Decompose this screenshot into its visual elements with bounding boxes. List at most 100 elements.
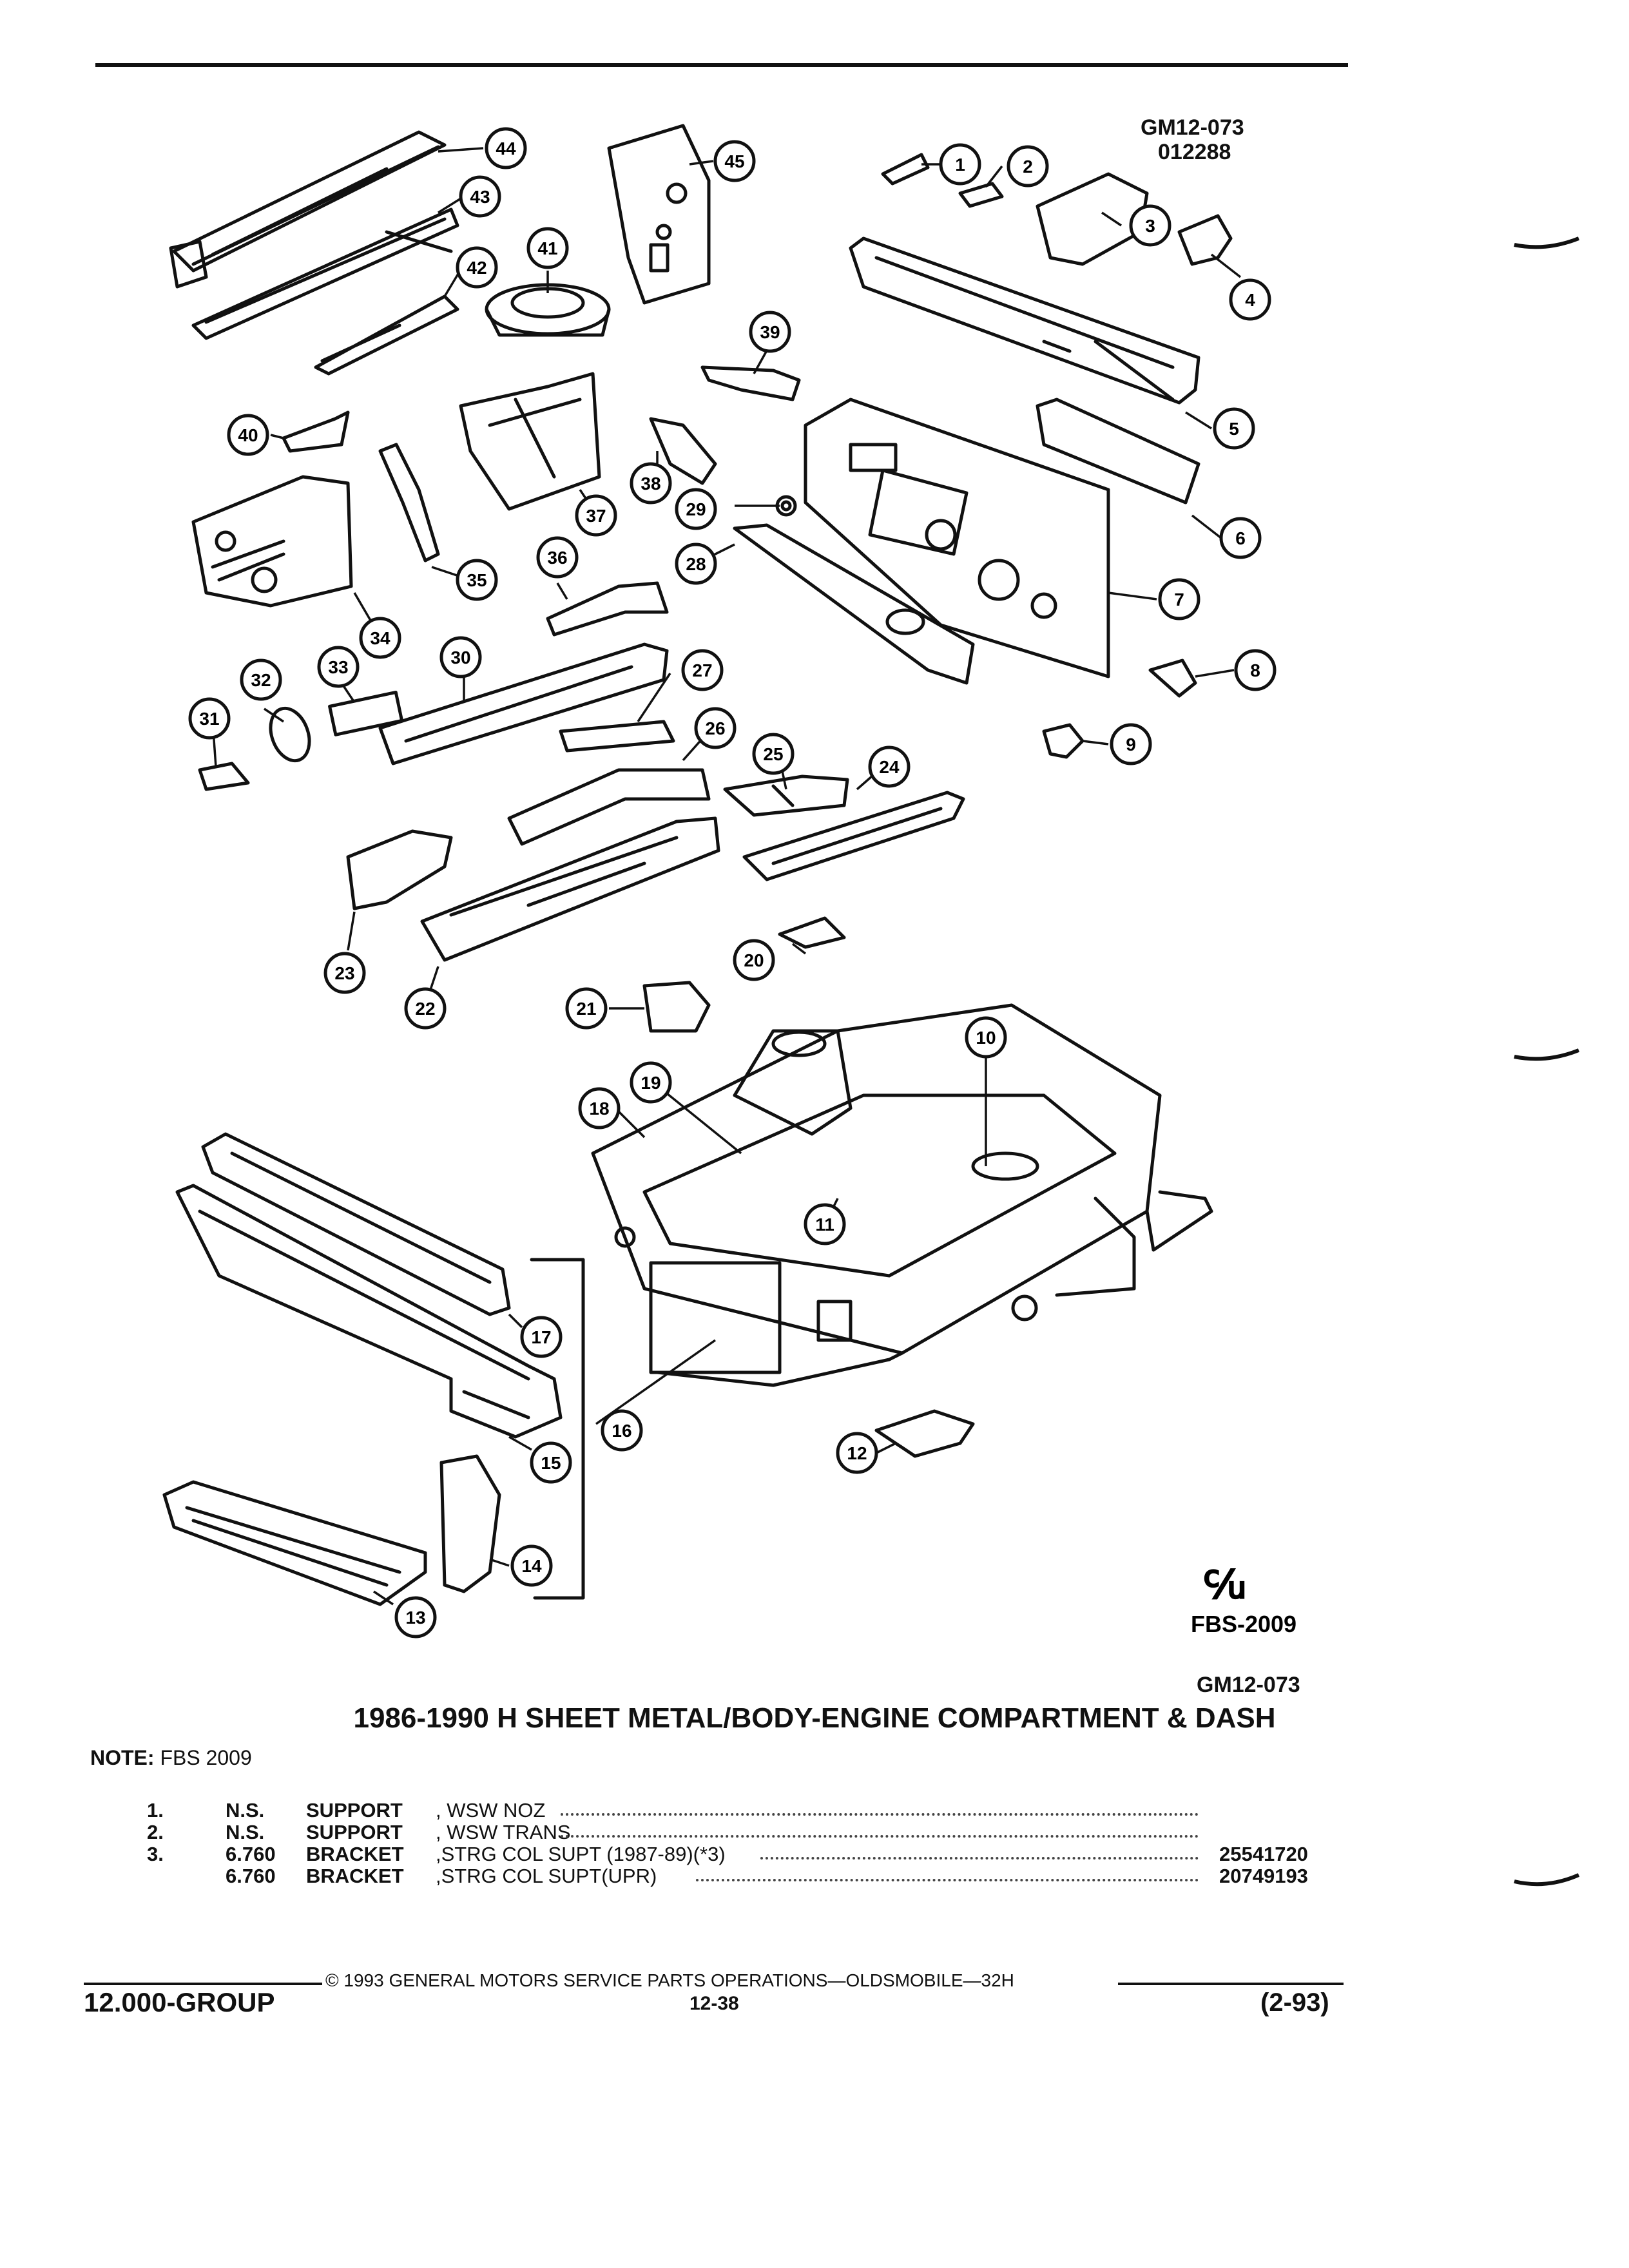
parts-row: 6.760 BRACKET ,STRG COL SUPT(UPR) 207491… — [0, 1865, 1629, 1888]
part-15-drawing — [175, 1184, 563, 1439]
part-number: 25541720 — [1219, 1843, 1308, 1865]
part-38-drawing — [649, 417, 717, 485]
part-26-drawing — [507, 768, 711, 846]
part-24-drawing — [742, 791, 965, 881]
part-25-drawing — [723, 774, 849, 817]
callout-number: 24 — [879, 757, 900, 777]
parts-row: 3. 6.760 BRACKET ,STRG COL SUPT (1987-89… — [0, 1843, 1629, 1866]
part-description: , WSW TRANS — [436, 1821, 571, 1843]
part-description: ,STRG COL SUPT(UPR) — [436, 1865, 657, 1887]
note-label: NOTE: — [90, 1746, 155, 1769]
callout-number: 29 — [686, 499, 706, 519]
part-1-drawing — [881, 153, 930, 186]
callout-5: 5 — [1213, 407, 1255, 450]
callout-number: 19 — [641, 1073, 660, 1093]
part-23-drawing — [346, 829, 453, 910]
exploded-parts-diagram: 1234567891011121314151617181920212223242… — [162, 124, 1296, 1639]
part-5-drawing — [849, 236, 1200, 405]
part-description: , WSW NOZ — [436, 1799, 546, 1821]
callout-number: 14 — [521, 1556, 542, 1576]
part-7-drawing — [804, 398, 1110, 678]
figure-code: GM12-073 — [1141, 115, 1244, 140]
callout-number: 27 — [692, 660, 712, 680]
callout-number: 43 — [470, 187, 490, 207]
group-label: 12.000-GROUP — [84, 1987, 275, 2017]
callout-number: 17 — [531, 1327, 551, 1347]
part-name: BRACKET — [306, 1865, 404, 1887]
dot-leader — [561, 1835, 1199, 1838]
part-21-drawing — [642, 981, 711, 1033]
part-34-drawing — [191, 475, 353, 608]
fbs-label: FBS-2009 — [1191, 1611, 1296, 1637]
part-32-drawing — [269, 706, 311, 763]
callout-27: 27 — [681, 649, 724, 691]
top-rule — [95, 63, 1348, 67]
callout-32: 32 — [240, 658, 282, 701]
callout-number: 20 — [744, 950, 764, 970]
callout-number: 4 — [1245, 290, 1255, 310]
callout-number: 12 — [847, 1443, 867, 1463]
callout-7: 7 — [1158, 578, 1200, 620]
callout-18: 18 — [578, 1087, 621, 1129]
callout-24: 24 — [868, 745, 911, 788]
part-37-drawing — [459, 372, 601, 511]
callout-43: 43 — [459, 175, 501, 218]
callout-number: 41 — [537, 238, 557, 258]
part-4-drawing — [1177, 214, 1233, 266]
gm-service-logo: ℆ — [1204, 1563, 1245, 1606]
callout-number: 34 — [370, 628, 390, 648]
callout-12: 12 — [836, 1432, 878, 1474]
callout-38: 38 — [630, 462, 672, 505]
callout-39: 39 — [749, 311, 791, 353]
callout-14: 14 — [510, 1544, 553, 1587]
dot-leader — [561, 1813, 1199, 1816]
callout-4: 4 — [1229, 278, 1271, 321]
group-bracket — [530, 1258, 585, 1600]
part-27-drawing — [559, 720, 675, 753]
callout-40: 40 — [227, 414, 269, 456]
callout-number: 32 — [251, 670, 271, 690]
callout-number: 23 — [334, 963, 354, 983]
callout-2: 2 — [1007, 145, 1049, 187]
part-33-drawing — [328, 690, 404, 736]
callout-number: 44 — [496, 139, 516, 159]
part-22-drawing — [420, 816, 720, 962]
note: NOTE: FBS 2009 — [90, 1746, 252, 1770]
callout-11: 11 — [804, 1203, 846, 1245]
callout-number: 11 — [815, 1215, 834, 1235]
callout-33: 33 — [317, 646, 360, 688]
callout-6: 6 — [1219, 517, 1262, 559]
part-name: SUPPORT — [306, 1799, 403, 1821]
callout-45: 45 — [713, 140, 756, 182]
catalog-group: 6.760 — [226, 1843, 276, 1865]
page-number: 12-38 — [689, 1993, 739, 2014]
callout-26: 26 — [694, 707, 737, 749]
part-28-drawing — [733, 523, 975, 685]
callout-number: 26 — [705, 718, 725, 738]
part-43-drawing — [191, 207, 459, 340]
part-20-drawing — [778, 916, 846, 949]
callout-number: 28 — [686, 554, 706, 574]
callout-31: 31 — [188, 697, 231, 740]
callout-42: 42 — [456, 246, 498, 289]
figure-code-bottom: GM12-073 — [1197, 1673, 1300, 1697]
part-6-drawing — [1036, 398, 1200, 505]
callout-20: 20 — [733, 939, 775, 981]
item-number: 1. — [147, 1799, 164, 1821]
part-44-drawing — [169, 130, 447, 289]
callout-8: 8 — [1234, 649, 1277, 691]
callout-number: 18 — [589, 1099, 609, 1119]
dot-leader — [760, 1857, 1199, 1860]
callout-number: 38 — [641, 474, 660, 494]
part-40-drawing — [282, 410, 350, 453]
callout-number: 1 — [955, 155, 965, 175]
callout-16: 16 — [601, 1409, 643, 1452]
dot-leader — [696, 1879, 1199, 1881]
callout-number: 7 — [1174, 590, 1184, 610]
callout-28: 28 — [675, 543, 717, 585]
parts-row: 2. N.S. SUPPORT , WSW TRANS — [0, 1821, 1629, 1844]
callout-35: 35 — [456, 559, 498, 601]
catalog-group: N.S. — [226, 1799, 265, 1821]
part-14-drawing — [439, 1454, 501, 1593]
part-2-drawing — [958, 182, 1004, 208]
